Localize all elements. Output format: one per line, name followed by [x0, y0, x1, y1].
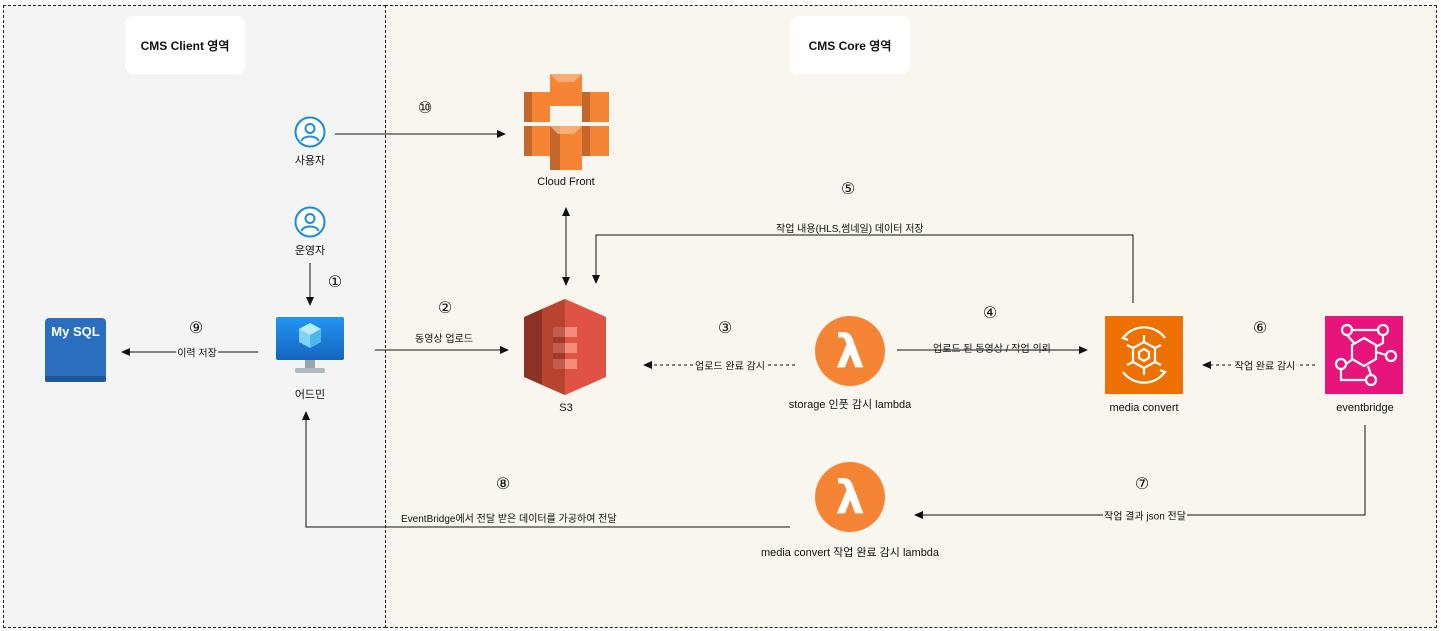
- admin-label: 어드민: [294, 389, 326, 401]
- edge-label-save-result: 작업 내용(HLS,썸네일) 데이터 저장: [776, 224, 924, 235]
- operator-icon: [294, 206, 326, 238]
- storage-lambda-icon: λ: [815, 316, 885, 386]
- eventbridge-icon: [1325, 316, 1403, 394]
- edge-label-watch-upload: 업로드 완료 감시: [694, 357, 766, 373]
- edge-lambda-admin: [302, 411, 790, 528]
- client-region-title: CMS Client 영역: [125, 16, 245, 74]
- edge-label-deliver-processed: EventBridge에서 전달 받은 데이터를 가공하여 전달: [401, 514, 617, 525]
- s3-label: S3: [559, 402, 573, 414]
- client-region: [3, 5, 386, 628]
- step-2-number: ②: [437, 300, 453, 317]
- complete-lambda-icon: λ: [815, 462, 885, 532]
- edge-label-watch-job: 작업 완료 감시: [1233, 357, 1297, 373]
- step-3-number: ③: [717, 320, 733, 337]
- step-7-number: ⑦: [1134, 476, 1150, 493]
- user-icon: [294, 116, 326, 148]
- edge-mediaconvert-s3: [592, 234, 1134, 303]
- mysql-icon: My SQL: [45, 318, 106, 382]
- step-1-number: ①: [327, 274, 343, 291]
- step-8-number: ⑧: [495, 476, 511, 493]
- svg-text:λ: λ: [835, 324, 864, 378]
- eventbridge-label: eventbridge: [1336, 402, 1394, 414]
- core-region-title: CMS Core 영역: [790, 16, 910, 74]
- edge-label-uploaded-request: 업로드 된 동영상 / 작업 의뢰: [933, 344, 1051, 355]
- edge-eventbridge-lambda: [914, 425, 1366, 519]
- cloudfront-icon: [524, 74, 609, 170]
- step-5-number: ⑤: [840, 181, 856, 198]
- media-convert-icon: [1105, 316, 1183, 394]
- cloudfront-label: Cloud Front: [537, 176, 595, 188]
- step-10-number: ⑩: [417, 100, 433, 117]
- step-4-number: ④: [982, 305, 998, 322]
- edge-label-upload-video: 동영상 업로드: [415, 334, 473, 345]
- step-6-number: ⑥: [1252, 320, 1268, 337]
- edge-label-deliver-json: 작업 결과 json 전달: [1103, 507, 1187, 523]
- svg-text:λ: λ: [835, 470, 864, 524]
- s3-icon: [524, 299, 606, 395]
- operator-label: 운영자: [294, 245, 326, 257]
- edge-label-save-history: 이력 저장: [176, 344, 218, 360]
- admin-monitor-icon: [275, 316, 345, 376]
- user-label: 사용자: [294, 155, 326, 167]
- storage-lambda-label: storage 인풋 감시 lambda: [788, 399, 912, 411]
- step-9-number: ⑨: [188, 320, 204, 337]
- mysql-label: My SQL: [51, 324, 100, 339]
- complete-lambda-label: media convert 작업 완료 감시 lambda: [760, 547, 940, 559]
- media-convert-label: media convert: [1109, 402, 1179, 414]
